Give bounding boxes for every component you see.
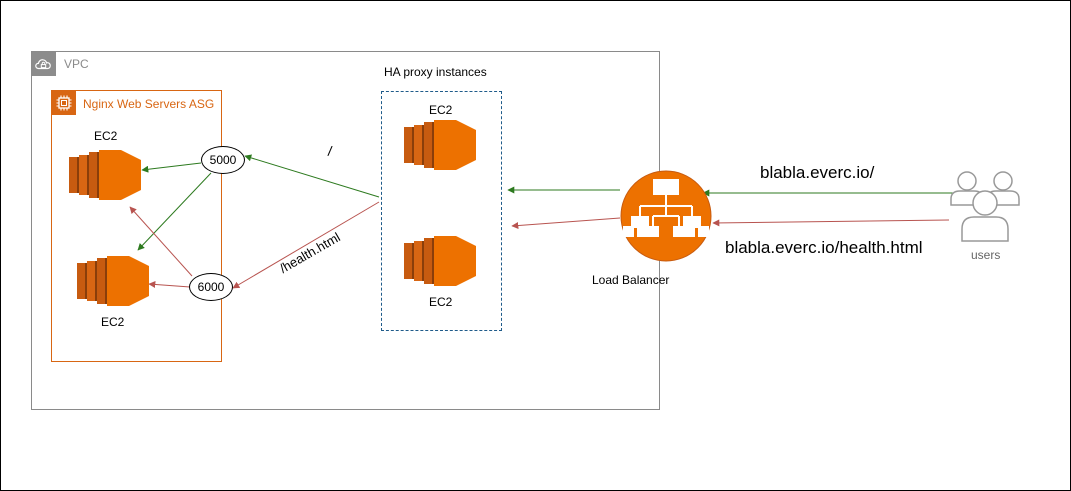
- health-url-label: blabla.everc.io/health.html: [725, 238, 923, 257]
- ec2-instance-icon: [69, 150, 141, 200]
- health-port-6000-to-web-bottom: [148, 280, 191, 288]
- health-ha-to-port-6000: [232, 201, 380, 289]
- web-top-label: EC2: [94, 129, 118, 143]
- main-url-label: blabla.everc.io/: [760, 163, 875, 182]
- ec2-web-top: [69, 142, 141, 214]
- flow-port-5000-to-web-bottom: [137, 172, 212, 251]
- ec2-ha-top: [404, 112, 476, 184]
- health-port-6000-to-web-top: [129, 206, 193, 277]
- asg-label: Nginx Web Servers ASG: [83, 97, 215, 111]
- ha-top-label: EC2: [429, 103, 453, 117]
- asg-container: Nginx Web Servers ASG: [51, 90, 222, 362]
- users-label: users: [971, 248, 1001, 262]
- health-lb-to-ha: [511, 217, 621, 230]
- ec2-ha-bottom: [404, 228, 476, 300]
- load-balancer-label: Load Balancer: [592, 273, 670, 287]
- flow-port-5000-to-web-top: [141, 162, 202, 173]
- users-icon: [949, 169, 1025, 245]
- cloud-lock-icon: [32, 52, 56, 76]
- port-6000-node: 6000: [189, 273, 233, 301]
- ec2-instance-icon: [404, 236, 476, 286]
- health-users-to-lb: [712, 219, 950, 227]
- port-5000-node: 5000: [201, 146, 245, 174]
- ha-proxy-group-label: HA proxy instances: [384, 65, 487, 79]
- flow-ha-to-port-5000: [244, 154, 380, 198]
- chip-icon: [52, 91, 76, 115]
- ec2-instance-icon: [77, 256, 149, 306]
- ec2-web-bottom: [77, 248, 149, 320]
- vpc-label: VPC: [64, 57, 89, 71]
- ec2-instance-icon: [404, 120, 476, 170]
- ha-proxy-group: [381, 91, 502, 331]
- web-bottom-label: EC2: [101, 315, 125, 329]
- load-balancer-icon: [620, 170, 712, 262]
- ha-bottom-label: EC2: [429, 295, 453, 309]
